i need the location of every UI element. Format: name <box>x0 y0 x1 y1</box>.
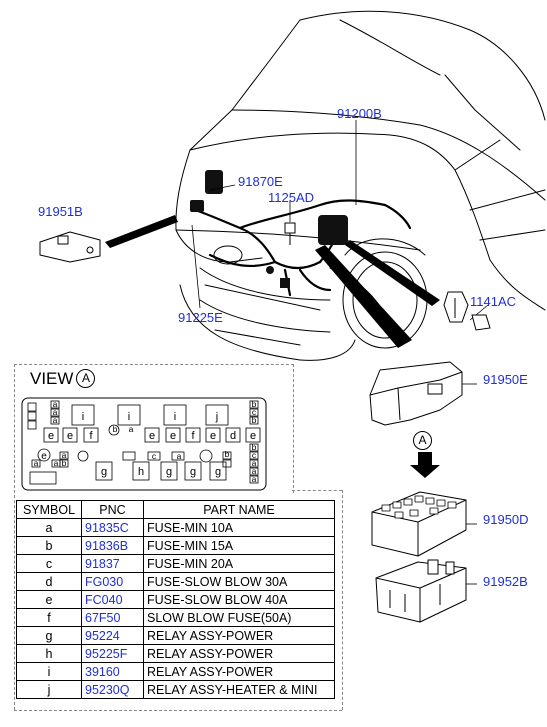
legend-part-name: RELAY ASSY-HEATER & MINI <box>143 680 335 699</box>
legend-pnc[interactable]: 95224 <box>81 626 144 645</box>
header-part-name: PART NAME <box>143 500 335 519</box>
legend-pnc[interactable]: 95225F <box>81 644 144 663</box>
legend-part-name: RELAY ASSY-POWER <box>143 626 335 645</box>
callout-91951B: 91951B <box>38 204 83 219</box>
legend-header-row: SYMBOL PNC PART NAME <box>16 500 335 519</box>
view-label-text: VIEW <box>30 369 74 388</box>
legend-symbol: a <box>16 518 82 537</box>
legend-symbol: b <box>16 536 82 555</box>
legend-part-name: SLOW BLOW FUSE(50A) <box>143 608 335 627</box>
legend-pnc[interactable]: 95230Q <box>81 680 144 699</box>
header-symbol: SYMBOL <box>16 500 82 519</box>
legend-symbol: d <box>16 572 82 591</box>
legend-part-name: RELAY ASSY-POWER <box>143 644 335 663</box>
callout-1125AD: 1125AD <box>268 190 315 205</box>
legend-part-name: FUSE-MIN 20A <box>143 554 335 573</box>
callout-91952B: 91952B <box>483 574 528 589</box>
legend-pnc[interactable]: 91836B <box>81 536 144 555</box>
callout-91200B: 91200B <box>337 106 382 121</box>
legend-part-name: FUSE-MIN 10A <box>143 518 335 537</box>
callout-91950D: 91950D <box>483 512 529 527</box>
legend-pnc[interactable]: FG030 <box>81 572 144 591</box>
legend-pnc[interactable]: FC040 <box>81 590 144 609</box>
callout-91225E: 91225E <box>178 310 223 325</box>
legend-part-name: RELAY ASSY-POWER <box>143 662 335 681</box>
legend-frame-right <box>342 490 343 710</box>
legend-frame-left <box>14 490 15 710</box>
callout-1141AC: 1141AC <box>470 294 517 309</box>
legend-symbol: j <box>16 680 82 699</box>
callout-91870E: 91870E <box>238 174 283 189</box>
view-panel-frame <box>14 364 294 493</box>
legend-part-name: FUSE-SLOW BLOW 30A <box>143 572 335 591</box>
legend-symbol: e <box>16 590 82 609</box>
legend-symbol: h <box>16 644 82 663</box>
header-pnc: PNC <box>81 500 144 519</box>
legend-pnc[interactable]: 91835C <box>81 518 144 537</box>
legend-frame-bottom <box>14 710 342 711</box>
legend-symbol: i <box>16 662 82 681</box>
arrow-view-mark: A <box>413 431 432 450</box>
callout-91950E: 91950E <box>483 372 528 387</box>
legend-part-name: FUSE-MIN 15A <box>143 536 335 555</box>
legend-frame-top <box>292 490 342 491</box>
legend-symbol: c <box>16 554 82 573</box>
legend-pnc[interactable]: 39160 <box>81 662 144 681</box>
legend-symbol: f <box>16 608 82 627</box>
legend-part-name: FUSE-SLOW BLOW 40A <box>143 590 335 609</box>
view-mark: A <box>76 369 96 388</box>
legend-pnc[interactable]: 91837 <box>81 554 144 573</box>
legend-pnc[interactable]: 67F50 <box>81 608 144 627</box>
legend-symbol: g <box>16 626 82 645</box>
